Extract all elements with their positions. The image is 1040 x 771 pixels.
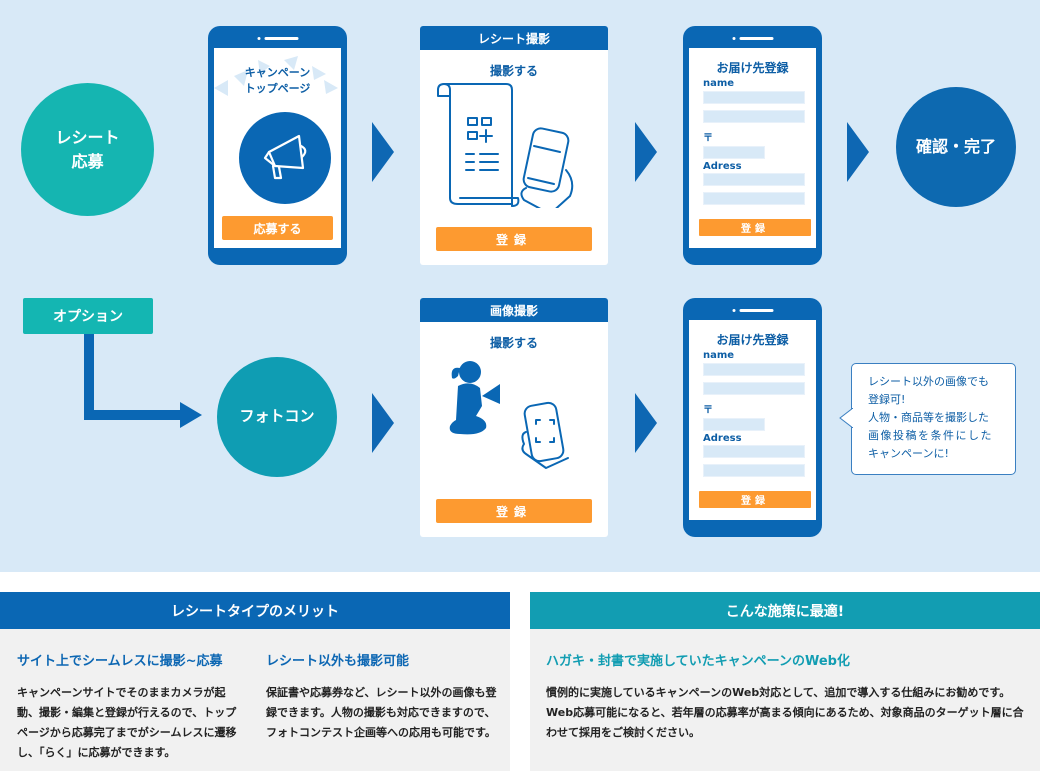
best-for-panel: こんな施策に最適! ハガキ・封書で実施していたキャンペーンのWeb化 慣例的に実… [530,592,1040,771]
receipt-register-label: 登録 [495,232,532,247]
image-card-subtitle: 撮影する [489,336,538,350]
receipt-scan-illustration-icon [437,83,574,208]
option-label: オプション [53,309,123,325]
confirm-complete-circle: 確認・完了 [896,87,1016,207]
best-for-panel-header: こんな施策に最適! [530,592,1040,629]
arrow-right-icon [847,122,869,182]
zip-input[interactable] [703,146,765,159]
address-register-button[interactable]: 登録 [699,491,811,508]
merits-panel-header: レシートタイプのメリット [0,592,510,629]
receipt-entry-circle: レシート 応募 [21,83,154,216]
elbow-arrow-icon [84,334,202,428]
bubble-line-2: 登録可! [868,393,906,406]
address-form-phone: お届け先登録 name 〒 Adress 登録 [683,26,822,265]
bunting-flags-icon [214,56,338,96]
receipt-card-header: レシート撮影 [420,26,608,50]
name-input-1[interactable] [703,91,805,104]
campaign-title-line2: トップページ [244,82,311,95]
zip-label: 〒 [703,133,713,144]
merit-title-1: サイト上でシームレスに撮影~応募 [17,654,223,669]
image-capture-card: 画像撮影 撮影する 登録 [420,298,608,537]
photo-contest-circle: フォトコン [217,357,337,477]
merit-body-1: キャンペーンサイトでそのままカメラが起動、撮影・編集と登録が行えるので、トップペ… [17,686,237,759]
receipt-register-button[interactable]: 登録 [436,227,592,251]
phone-speaker [732,37,773,40]
zip-label: 〒 [703,405,713,416]
merits-panel: レシートタイプのメリット サイト上でシームレスに撮影~応募 キャンペーンサイトで… [0,592,510,771]
phone-screen: お届け先登録 name 〒 Adress 登録 [689,320,816,520]
name-input-1[interactable] [703,363,805,376]
best-for-body-2: Web応募可能になると、若年層の応募率が高まる傾向にあるため、対象商品のターゲッ… [546,706,1024,739]
name-input-2[interactable] [703,110,805,123]
best-for-column: ハガキ・封書で実施していたキャンペーンのWeb化 慣例的に実施しているキャンペー… [546,650,1030,743]
address-register-button[interactable]: 登録 [699,219,811,236]
image-card-header: 画像撮影 [420,298,608,322]
address-form-phone-2: お届け先登録 name 〒 Adress 登録 [683,298,822,537]
campaign-title-line1: キャンペーン [244,66,311,79]
best-for-body-1: 慣例的に実施しているキャンペーンのWeb対応として、追加で導入する仕組みにお勧め… [546,686,1011,699]
arrow-right-icon [635,122,657,182]
address-input-2[interactable] [703,464,805,477]
bubble-line-5: キャンペーンに! [868,447,949,460]
phone-speaker [257,37,298,40]
merit-column-1: サイト上でシームレスに撮影~応募 キャンペーンサイトでそのままカメラが起動、撮影… [17,650,247,763]
address-form-title: お届け先登録 [716,333,789,347]
address-input-1[interactable] [703,173,805,186]
flow-diagram: レシート 応募 キャンペーン トップページ [0,0,1040,572]
merit-title-2: レシート以外も撮影可能 [266,654,410,669]
merit-body-2: 保証書や応募券など、レシート以外の画像も登録できます。人物の撮影も対応できますの… [266,686,497,739]
apply-button[interactable]: 応募する [222,216,333,240]
best-for-title: ハガキ・封書で実施していたキャンペーンのWeb化 [546,654,850,669]
apply-button-label: 応募する [253,221,302,236]
arrow-right-icon [372,393,394,453]
megaphone-circle [239,112,331,204]
receipt-capture-card: レシート撮影 撮影する 登録 [420,26,608,265]
address-label: Adress [703,161,742,172]
bubble-line-3: 人物・商品等を撮影した [868,411,989,424]
phone-screen: お届け先登録 name 〒 Adress 登録 [689,48,816,248]
phone-screen: キャンペーン トップページ 応募する [214,48,341,248]
merit-column-2: レシート以外も撮影可能 保証書や応募券など、レシート以外の画像も登録できます。人… [266,650,498,743]
address-input-2[interactable] [703,192,805,205]
megaphone-icon [263,134,307,180]
address-form-title: お届け先登録 [716,61,789,75]
name-label: name [703,350,735,361]
bubble-tail-icon [839,408,853,428]
receipt-entry-label: レシート 応募 [55,128,120,171]
address-input-1[interactable] [703,445,805,458]
arrow-right-icon [372,122,394,182]
arrow-right-icon [635,393,657,453]
image-register-button[interactable]: 登録 [436,499,592,523]
zip-input[interactable] [703,418,765,431]
confirm-complete-label: 確認・完了 [915,137,996,157]
name-input-2[interactable] [703,382,805,395]
option-label-box: オプション [23,298,153,334]
image-register-label: 登録 [495,504,532,519]
bubble-line-1: レシート以外の画像でも [868,375,989,388]
phone-speaker [732,309,773,312]
photo-contest-label: フォトコン [239,407,315,426]
address-register-label: 登録 [741,224,769,235]
campaign-top-phone: キャンペーン トップページ 応募する [208,26,347,265]
info-speech-bubble: レシート以外の画像でも 登録可! 人物・商品等を撮影した 画像投稿を条件にした … [839,363,1016,475]
bubble-line-4: 画像投稿を条件にした [868,429,993,442]
address-register-label: 登録 [741,496,769,507]
name-label: name [703,78,735,89]
address-label: Adress [703,433,742,444]
person-photo-illustration-icon [449,361,569,469]
receipt-card-subtitle: 撮影する [489,64,538,78]
